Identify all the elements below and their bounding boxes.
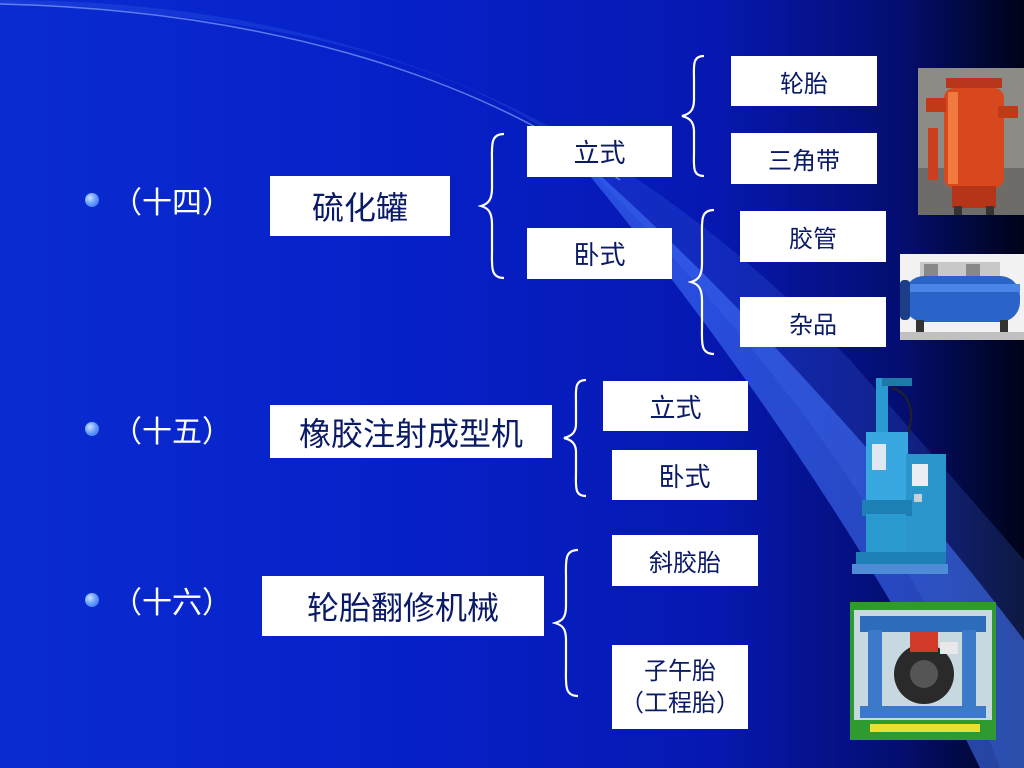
brace-icon [681,54,705,178]
rubber-injection-machine-photo [852,374,948,574]
bullet-point-16 [85,593,99,607]
brace-icon [478,132,505,280]
item-number-14: （十四） [112,186,232,221]
branch-bias-tire: 斜胶胎 [612,535,758,586]
branch-vertical: 立式 [527,126,672,177]
item-title-tire-retreading-machinery: 轮胎翻修机械 [262,576,544,636]
branch-radial-tire: 子午胎 （工程胎） [612,645,748,729]
horizontal-vulcanizing-tank-photo [900,254,1024,340]
branch-horizontal: 卧式 [527,228,672,279]
brace-icon [688,208,715,356]
branch-vertical: 立式 [603,381,748,431]
item-title-vulcanizing-tank: 硫化罐 [270,176,450,236]
brace-icon [552,548,579,698]
leaf-rubber-hose: 胶管 [740,211,886,262]
brace-icon [563,378,587,498]
leaf-v-belt: 三角带 [731,133,877,184]
bullet-point-15 [85,422,99,436]
item-title-injection-molding-machine: 橡胶注射成型机 [270,405,552,458]
leaf-tire: 轮胎 [731,56,877,106]
vertical-vulcanizing-tank-photo [918,68,1024,215]
tire-retreading-machine-photo [850,602,996,740]
branch-horizontal: 卧式 [612,450,757,500]
leaf-miscellaneous: 杂品 [740,297,886,347]
item-number-15: （十五） [112,415,232,450]
radial-tire-sublabel: （工程胎） [620,689,740,717]
bullet-point-14 [85,193,99,207]
radial-tire-label: 子午胎 [644,657,716,685]
item-number-16: （十六） [112,586,232,621]
